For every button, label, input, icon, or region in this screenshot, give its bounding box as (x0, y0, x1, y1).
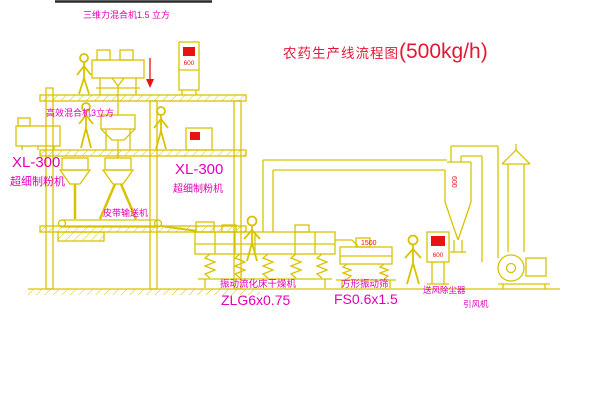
label-mill-center-name: 超细制粉机 (173, 184, 223, 195)
dust-collector-unit: 600 (426, 231, 450, 285)
cyclone-separator: 600 (444, 146, 472, 253)
label-mill-left-model: XL-300 (12, 154, 61, 171)
mill-center (98, 157, 138, 220)
panel-display (183, 47, 195, 56)
mixer-highspeed (15, 117, 61, 150)
label-induced-fan: 引风机 (463, 299, 489, 309)
label-screen-name: 方形振动筛 (341, 279, 389, 290)
label-screen-model: FS0.6x1.5 (334, 291, 398, 307)
mill-left (58, 157, 92, 219)
screen-dim-text: 1500 (361, 240, 377, 247)
belt-conveyor-machine (57, 219, 198, 232)
diagram-title-capacity: (500kg/h) (399, 40, 488, 63)
dust-unit-display-text: 600 (433, 252, 444, 259)
hopper-machine (100, 114, 136, 158)
fluid-bed-dryer-machine (194, 221, 359, 288)
cabinet-second-floor (185, 127, 213, 151)
diagram-title: 农药生产线流程图 (500kg/h) (283, 40, 488, 64)
label-dryer-model: ZLG6x0.75 (221, 292, 291, 308)
label-mill-center-model: XL-300 (175, 161, 224, 178)
outlet-duct (451, 145, 499, 262)
worker-figure-top (76, 53, 92, 95)
exhaust-duct (262, 159, 447, 232)
label-mill-left-name: 超细制粉机 (10, 176, 65, 188)
label-dryer-name: 振动流化床干燥机 (220, 279, 297, 290)
vent-stack (501, 144, 531, 252)
building-frame (39, 87, 247, 290)
label-belt-conveyor: 皮带输送机 (103, 208, 149, 218)
panel-display-text: 600 (184, 60, 195, 67)
label-mixer-top: 三维力混合机1.5 立方 (83, 10, 171, 20)
worker-figure-second-left (78, 102, 94, 149)
induced-fan-machine (497, 254, 550, 289)
worker-figure-ground (404, 234, 422, 285)
feed-arrow (146, 58, 154, 88)
control-panel-top: 600 (178, 41, 200, 95)
ground-line (28, 288, 560, 295)
vibrating-screen-machine: 1500 (336, 237, 396, 288)
worker-figure-second-right (153, 106, 169, 150)
label-mixer-second: 高效混合机3立方 (46, 108, 115, 118)
diagram-title-text: 农药生产线流程图 (283, 46, 399, 61)
label-dust-collector: 送风除尘器 (423, 285, 466, 295)
cyclone-dim-text: 600 (450, 176, 457, 188)
mixer-3d (91, 49, 145, 115)
